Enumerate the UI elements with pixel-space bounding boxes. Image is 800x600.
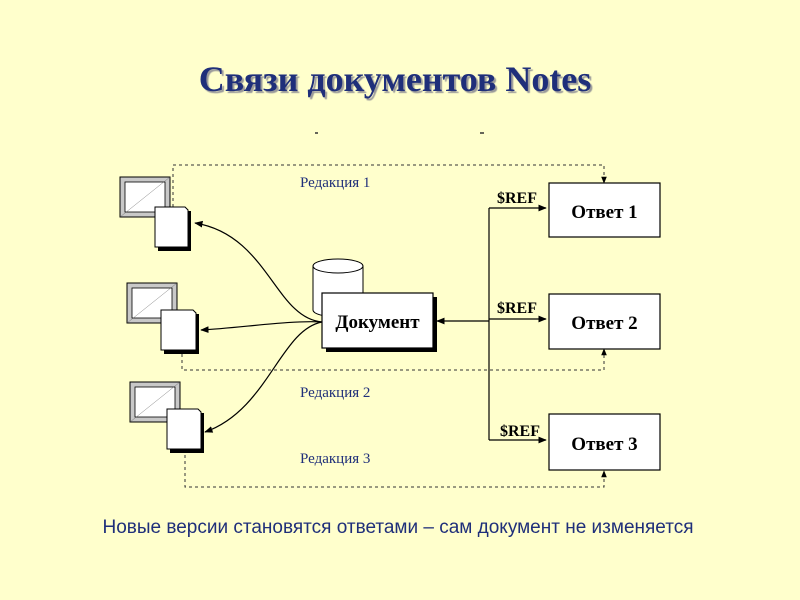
document-page-2-icon: [160, 309, 199, 354]
document-page-1-icon: [154, 206, 191, 251]
ref-label-2: $REF: [497, 300, 537, 317]
response-2-label: Ответ 2: [571, 313, 637, 334]
response-2-box: Ответ 2: [548, 293, 661, 350]
curve-to-page-2: [200, 321, 323, 333]
response-1-box: Ответ 1: [548, 182, 661, 238]
curve-to-page-1: [194, 220, 323, 323]
revision-2-dashed-link: [181, 348, 607, 371]
computer-1-icon: [119, 176, 171, 218]
revision-1-dashed-link: [172, 164, 607, 225]
main-document-box: Документ: [321, 292, 437, 352]
ref-label-1: $REF: [497, 190, 537, 207]
document-page-3-icon: [166, 408, 204, 453]
response-3-label: Ответ 3: [571, 434, 637, 455]
revision-3-dashed-link: [184, 455, 607, 488]
slide-caption: Новые версии становятся ответами – сам д…: [102, 517, 694, 538]
ref-label-3: $REF: [500, 423, 540, 440]
revision-3-label: Редакция 3: [300, 451, 370, 467]
response-3-box: Ответ 3: [548, 413, 661, 471]
slide-title: Связи документов Notes: [198, 59, 592, 99]
response-1-label: Ответ 1: [571, 202, 637, 223]
revision-1-label: Редакция 1: [300, 175, 370, 191]
curve-to-page-3: [204, 321, 323, 433]
main-document-label: Документ: [335, 312, 420, 333]
revision-2-label: Редакция 2: [300, 385, 370, 401]
